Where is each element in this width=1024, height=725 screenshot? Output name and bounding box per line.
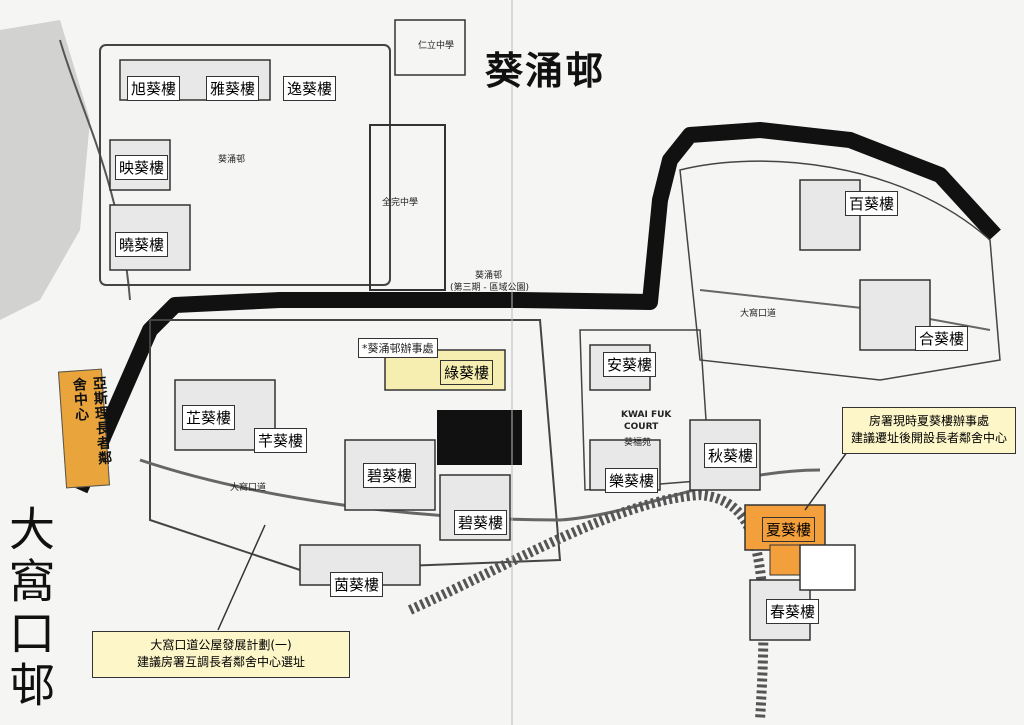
tai-wo-hau-estate-title: 大窩口邨 [2,505,56,713]
label-kwai-fuk-court-zh: 葵福苑 [624,438,652,448]
label-kwai-chung-estate-small: 葵涌邨 [218,155,246,165]
elderly-centre-callout-text: 亞斯理長者鄰舍中心 [70,375,113,467]
plan-note: 大窩口道公屋發展計劃(一) 建議房署互調長者鄰舍中心選址 [92,631,350,678]
plan-note-line2: 建議房署互調長者鄰舍中心選址 [136,655,305,670]
building-luk-kwai: 綠葵樓 [440,360,494,385]
label-estate-office: *葵涌邨辦事處 [358,338,438,358]
building-bik-kwai-2: 碧葵樓 [454,510,508,535]
building-pak-kwai: 百葵樓 [845,191,899,216]
kwai-chung-estate-title: 葵涌邨 [485,48,606,93]
label-phase3-line1: 葵涌邨 [475,271,503,281]
building-chi-kwai: 芷葵樓 [182,405,236,430]
nullah-channel [72,122,1001,494]
building-kin-kwai: 芊葵樓 [254,428,308,453]
ha-kwai-note-line1: 房署現時夏葵樓辦事處 [869,414,990,428]
label-kwai-fuk-court-en-1: KWAI FUK [621,410,672,420]
label-road-tai-wo-hau-2: 大窩口道 [230,483,267,493]
building-ying-kwai: 映葵樓 [115,155,169,180]
ha-kwai-note-line2: 建議遷址後開設長者鄰舍中心 [851,431,1008,446]
building-hiu-kwai: 曉葵樓 [115,232,169,257]
elderly-centre-callout: 亞斯理長者鄰舍中心 [57,368,113,489]
building-yat-kwai: 逸葵樓 [283,76,337,101]
building-yan-kwai: 茵葵樓 [330,572,384,597]
plan-note-line1: 大窩口道公屋發展計劃(一) [150,638,292,652]
building-nga-kwai: 雅葵樓 [206,76,260,101]
building-chun-kwai: 春葵樓 [766,599,820,624]
building-bik-kwai: 碧葵樓 [363,463,417,488]
building-chau-kwai: 秋葵樓 [704,443,758,468]
label-kwai-fuk-court-en-2: COURT [624,422,659,432]
label-road-tai-wo-hau: 大窩口道 [740,309,777,319]
label-primary-school: 仁立中學 [418,41,455,51]
building-hsu-kwai: 旭葵樓 [127,76,181,101]
ha-kwai-note: 房署現時夏葵樓辦事處 建議遷址後開設長者鄰舍中心 [842,407,1017,454]
building-ha-kwai: 夏葵樓 [762,517,816,542]
building-lok-kwai: 樂葵樓 [605,468,659,493]
construction-block [437,410,522,465]
building-on-kwai: 安葵樓 [603,352,657,377]
label-middle-school: 全完中學 [382,198,419,208]
building-hop-kwai: 合葵樓 [915,326,969,351]
label-phase3-line2: (第三期 - 區域公園) [450,283,529,293]
